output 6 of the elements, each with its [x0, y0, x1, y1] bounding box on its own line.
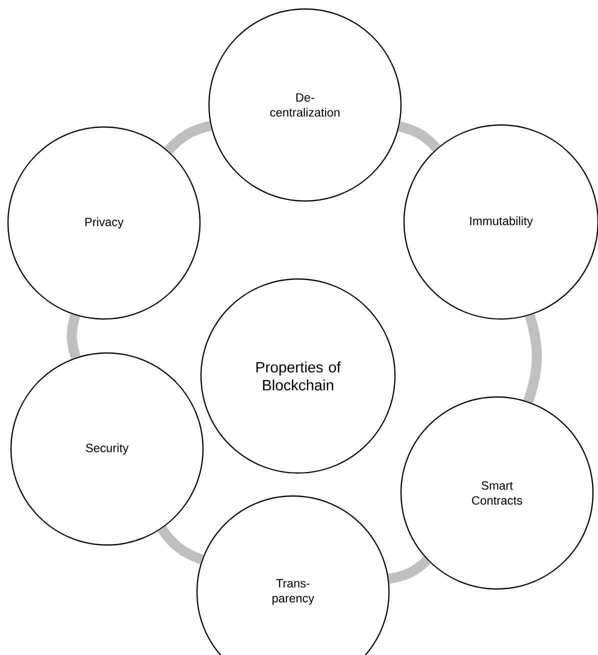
ring-segment: [164, 120, 212, 154]
ring-segment: [398, 122, 440, 152]
ring-segment: [158, 526, 204, 564]
ring-segment: [388, 556, 431, 584]
ring-segment: [523, 314, 542, 404]
ring-segment: [66, 314, 81, 360]
